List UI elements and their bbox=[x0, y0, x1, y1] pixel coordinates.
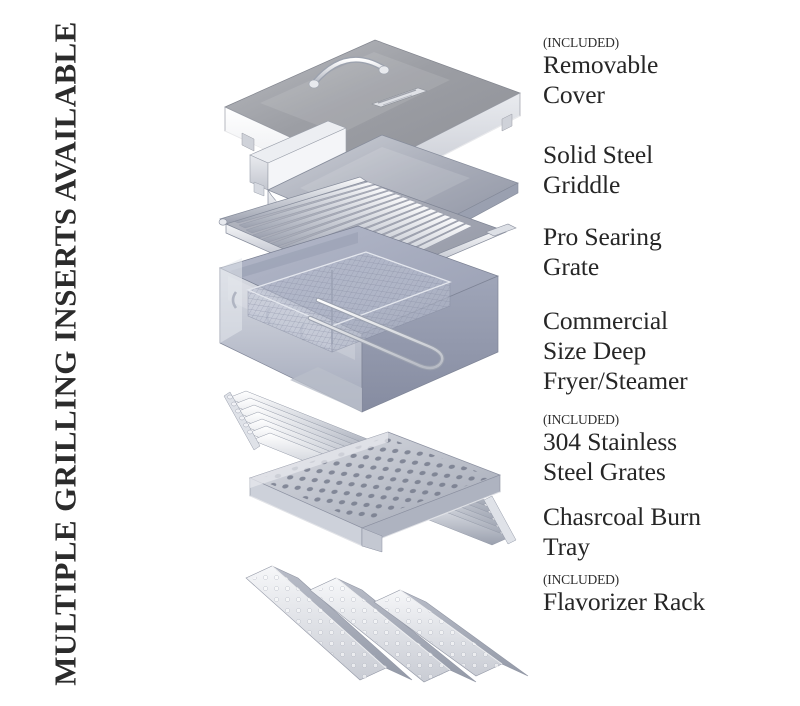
label-304-stainless-steel-grates: (INCLUDED) 304 Stainless Steel Grates bbox=[543, 412, 800, 487]
flavorizer-bar bbox=[373, 589, 529, 677]
label-charcoal-burn-tray: Chasrcoal Burn Tray bbox=[543, 502, 800, 562]
label-text: Solid Steel Griddle bbox=[543, 140, 800, 200]
fry-basket bbox=[246, 251, 452, 371]
vertical-title: MULTIPLE GRILLING INSERTS AVAILABLE bbox=[0, 0, 130, 706]
label-commercial-deep-fryer: Commercial Size Deep Fryer/Steamer bbox=[543, 306, 800, 395]
label-column: (INCLUDED) Removable Cover Solid Steel G… bbox=[543, 0, 800, 706]
label-text: Pro Searing Grate bbox=[543, 222, 800, 282]
label-text: Flavorizer Rack bbox=[543, 587, 800, 617]
label-text: 304 Stainless Steel Grates bbox=[543, 427, 800, 487]
label-text: Chasrcoal Burn Tray bbox=[543, 502, 800, 562]
label-pro-searing-grate: Pro Searing Grate bbox=[543, 222, 800, 282]
label-line: Grate bbox=[543, 251, 600, 281]
label-line: Cover bbox=[543, 80, 605, 109]
label-line: Flavorizer Rack bbox=[543, 587, 706, 617]
label-line: Commercial bbox=[543, 306, 669, 335]
label-line: 304 Stainless bbox=[543, 427, 677, 457]
label-line: Fryer/Steamer bbox=[543, 365, 688, 395]
label-line: Pro Searing bbox=[543, 222, 662, 251]
label-removable-cover: (INCLUDED) Removable Cover bbox=[543, 35, 800, 110]
cover-badge bbox=[371, 87, 428, 108]
label-text: Commercial Size Deep Fryer/Steamer bbox=[543, 306, 800, 395]
label-line: Steel Grates bbox=[543, 457, 666, 486]
label-text: Removable Cover bbox=[543, 50, 800, 110]
included-tag: (INCLUDED) bbox=[543, 412, 619, 427]
label-line: Size Deep bbox=[543, 335, 647, 365]
component-deep-fryer-steamer bbox=[219, 225, 499, 413]
label-solid-steel-griddle: Solid Steel Griddle bbox=[543, 140, 800, 200]
label-line: Chasrcoal Burn bbox=[543, 502, 701, 531]
included-tag: (INCLUDED) bbox=[543, 572, 619, 587]
cover-handle bbox=[308, 56, 390, 89]
component-flavorizer-rack bbox=[245, 565, 529, 683]
flavorizer-bar bbox=[309, 577, 477, 683]
label-line: Removable bbox=[543, 50, 659, 80]
page-title: MULTIPLE GRILLING INSERTS AVAILABLE bbox=[47, 20, 83, 686]
component-charcoal-burn-tray bbox=[249, 431, 501, 553]
label-line: Tray bbox=[543, 531, 590, 561]
exploded-product-diagram bbox=[150, 0, 550, 706]
flavorizer-bar bbox=[245, 565, 413, 681]
label-line: Griddle bbox=[543, 169, 621, 199]
label-flavorizer-rack: (INCLUDED) Flavorizer Rack bbox=[543, 572, 800, 617]
included-tag: (INCLUDED) bbox=[543, 35, 619, 50]
label-line: Solid Steel bbox=[543, 140, 654, 169]
